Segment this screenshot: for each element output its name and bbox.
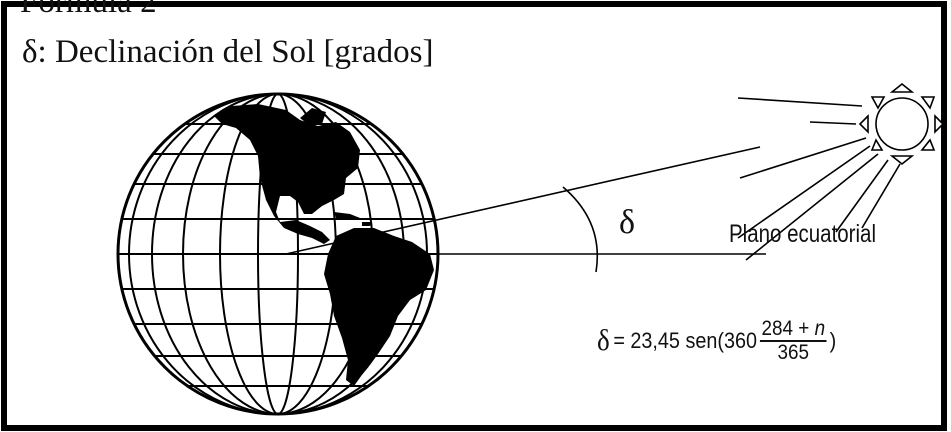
declination-angle-label: δ (619, 204, 636, 241)
clipped-heading: Fórmula 2 (20, 0, 157, 20)
sun-icon (737, 82, 945, 261)
formula-numerator-prefix: 284 + (761, 317, 815, 340)
formula-delta-symbol: δ (597, 324, 610, 358)
formula-suffix: ) (829, 328, 837, 354)
equatorial-plane-label: Plano ecuatorial (729, 220, 877, 248)
formula-variable-n: n (814, 317, 826, 340)
formula-fraction: 284 + n 365 (759, 317, 827, 365)
diagram-title: δ: Declinación del Sol [grados] (22, 34, 434, 70)
declination-angle-arc (562, 186, 599, 273)
formula-denominator: 365 (777, 341, 810, 365)
declination-formula: δ = 23,45 sen(360 284 + n 365 ) (597, 317, 837, 365)
formula-numerator: 284 + n (759, 317, 827, 343)
sun-ray-line (285, 146, 761, 255)
formula-prefix: = 23,45 sen(360 (613, 328, 758, 354)
